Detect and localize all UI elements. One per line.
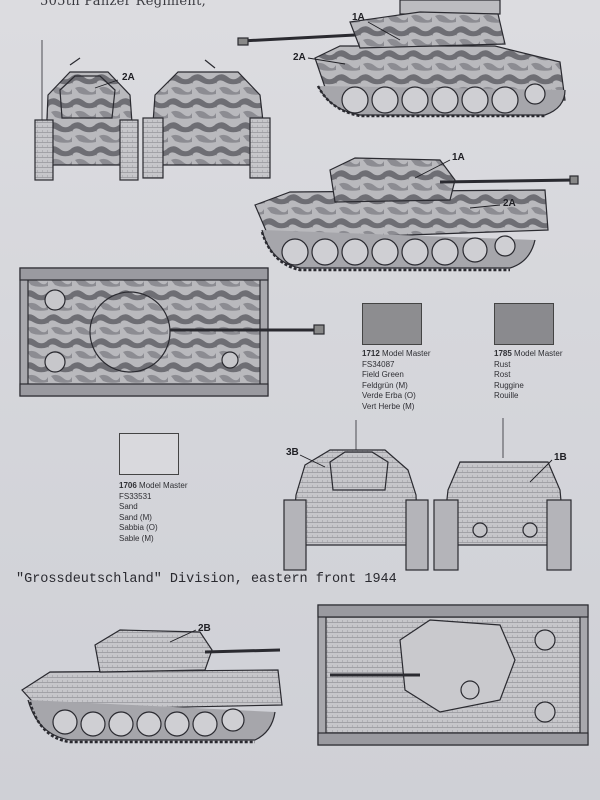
callout-leaders bbox=[94, 21, 553, 643]
top-view-2 bbox=[317, 604, 589, 746]
top-view-1 bbox=[19, 267, 325, 397]
section-caption: "Grossdeutschland" Division, eastern fro… bbox=[16, 572, 397, 587]
callout-1a-top: 1A bbox=[352, 12, 365, 23]
side-view-3 bbox=[21, 629, 283, 744]
side-view-1 bbox=[237, 0, 566, 118]
callout-2a-mid: 2A bbox=[503, 198, 516, 209]
callout-2a-side: 2A bbox=[293, 52, 306, 63]
swatch-sand bbox=[119, 433, 179, 475]
swatch-label-1785: 1785 Model Master Rust Rost Ruggine Roui… bbox=[494, 349, 563, 400]
rear-view-1 bbox=[142, 59, 271, 179]
front-view-1 bbox=[34, 40, 139, 181]
callout-3b: 3B bbox=[286, 447, 299, 458]
header-text: 505th Panzer Regiment, bbox=[40, 0, 207, 9]
side-view-2 bbox=[254, 157, 579, 272]
rear-view-2 bbox=[433, 418, 572, 571]
swatch-rust bbox=[494, 303, 554, 345]
front-view-2 bbox=[283, 420, 429, 571]
callout-1a-mid: 1A bbox=[452, 152, 465, 163]
callout-2b: 2B bbox=[198, 623, 211, 634]
swatch-label-1712: 1712 Model Master FS34087 Field Green Fe… bbox=[362, 349, 431, 411]
swatch-label-1706: 1706 Model Master FS33531 Sand Sand (M) … bbox=[119, 481, 188, 543]
swatch-field-green bbox=[362, 303, 422, 345]
callout-2a-front: 2A bbox=[122, 72, 135, 83]
callout-1b: 1B bbox=[554, 452, 567, 463]
